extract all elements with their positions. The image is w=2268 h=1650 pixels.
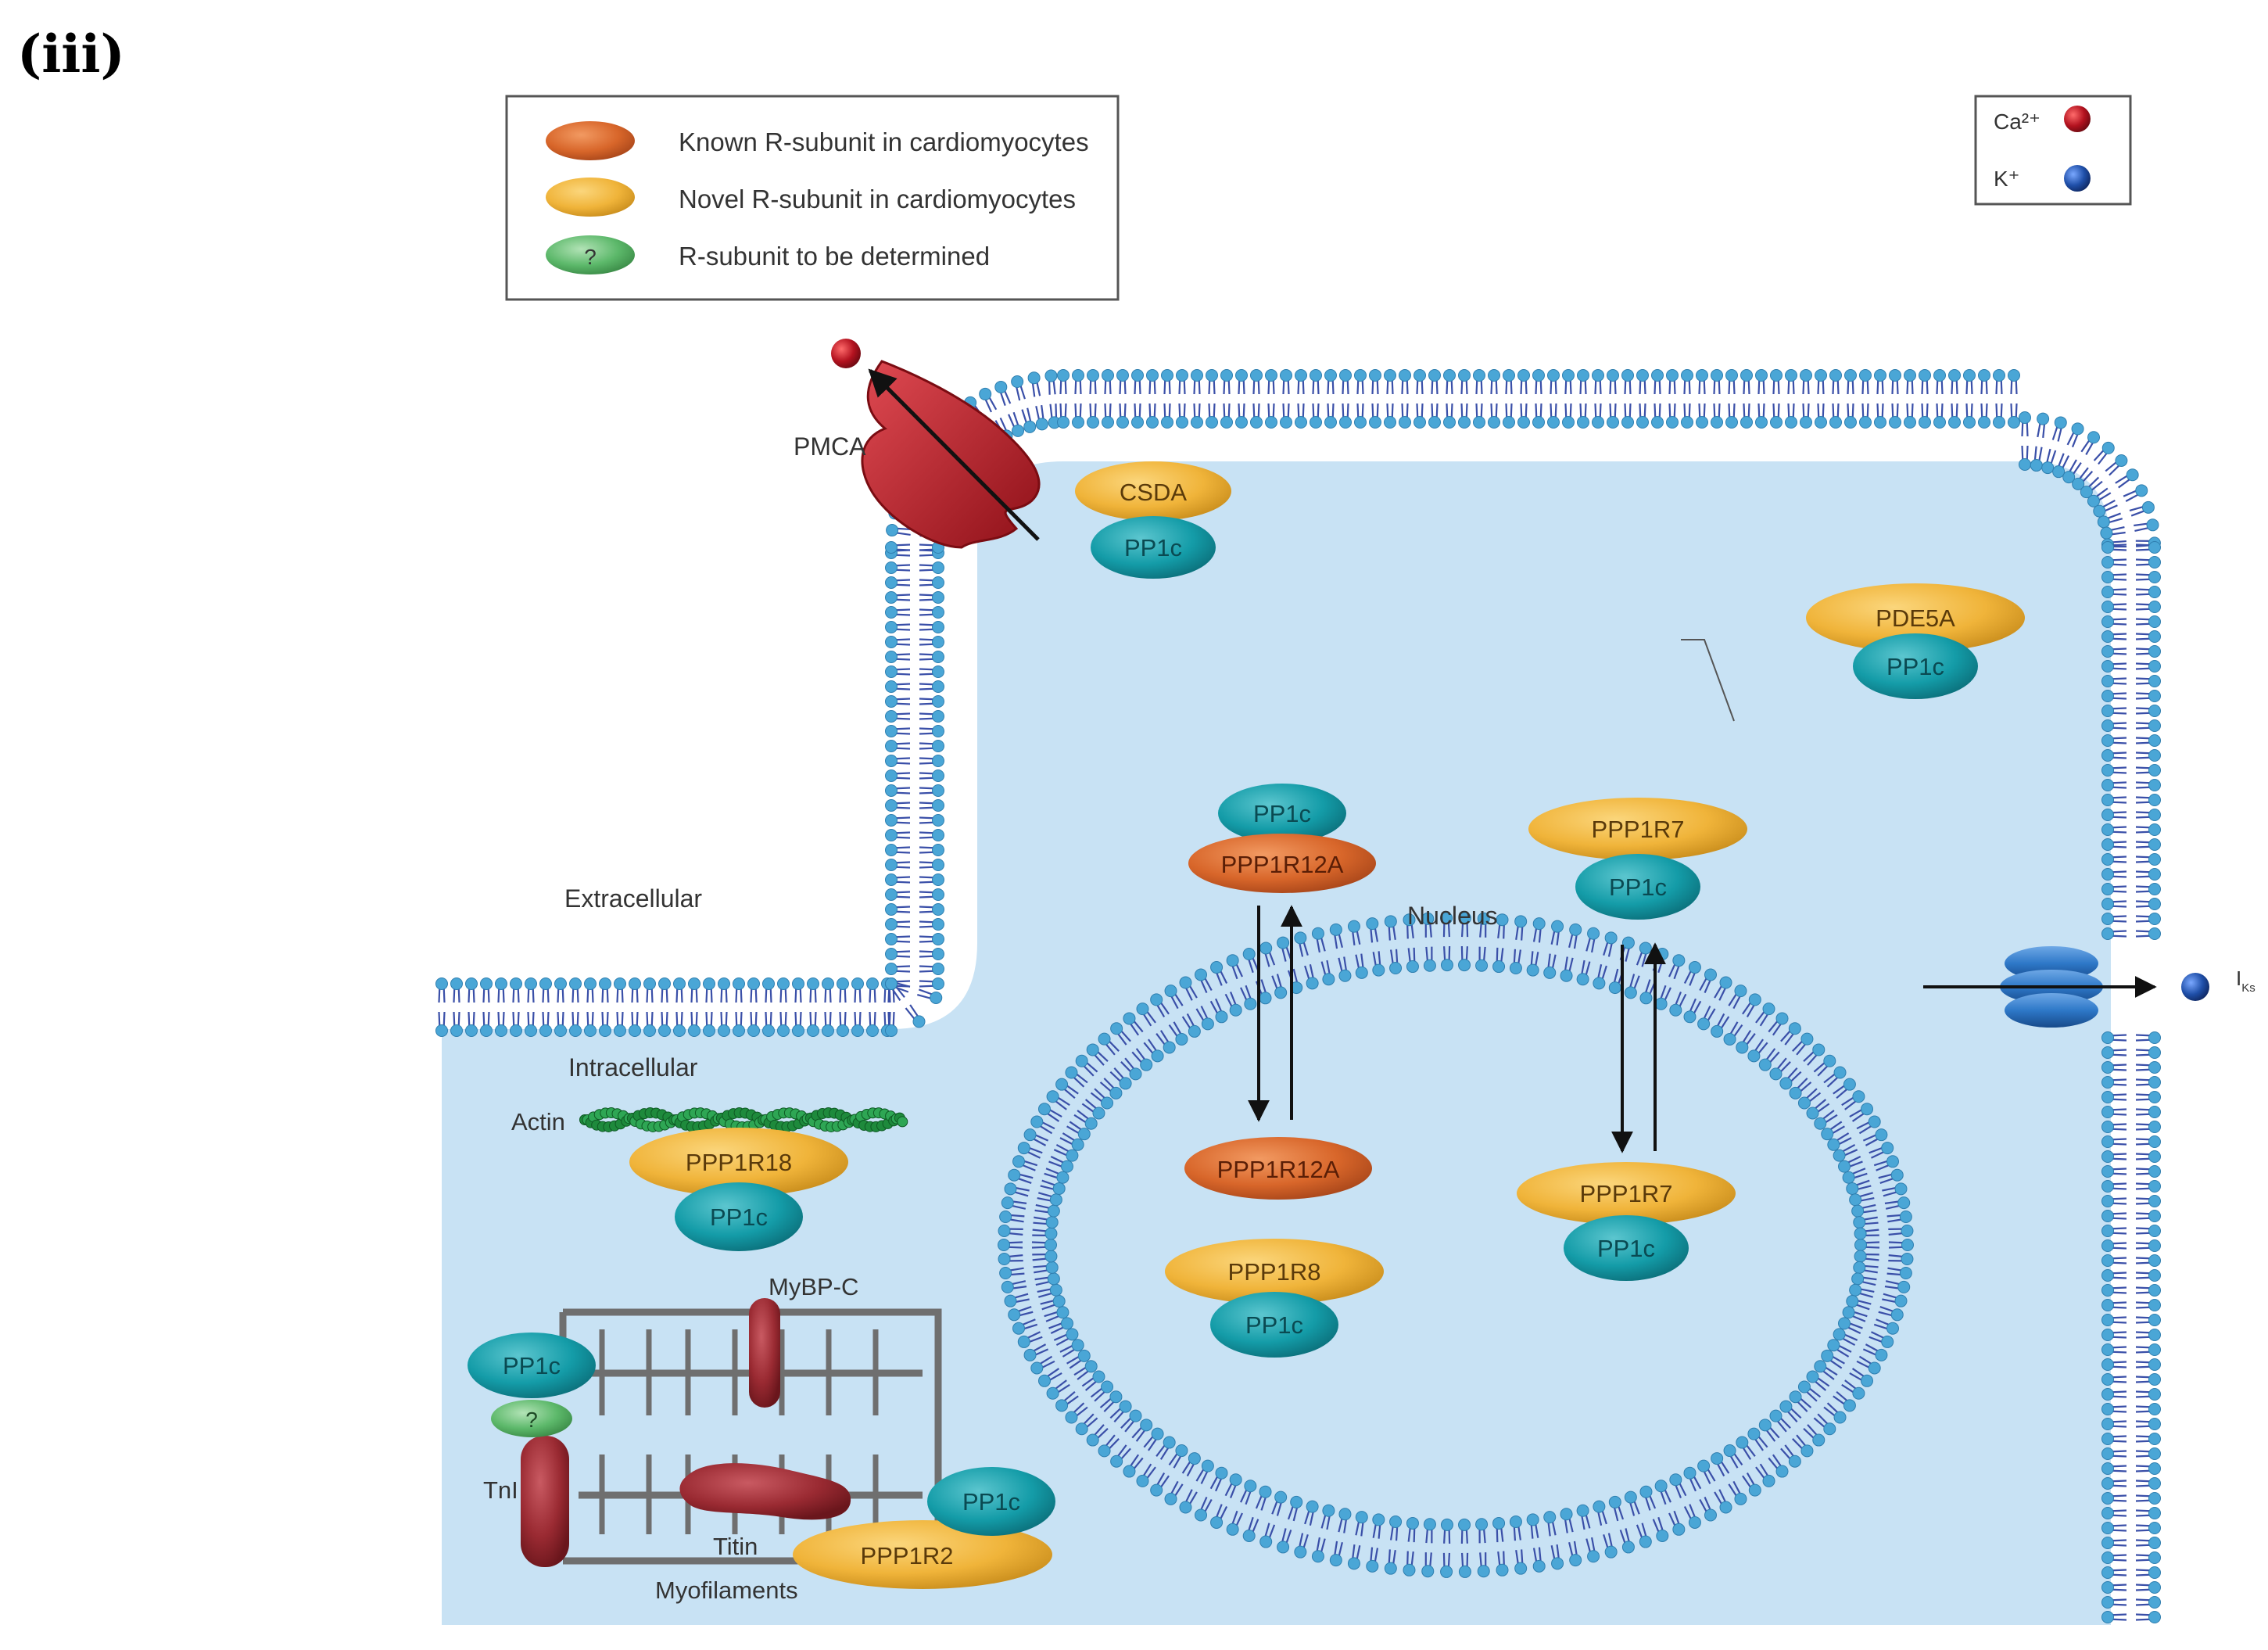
tni-pp1c-complex: PP1c ? [468,1333,596,1437]
legend-swatch-undetermined [546,235,635,274]
k-ion [2181,973,2209,1001]
ppp1r12a-cyto-pp1c [1218,784,1346,843]
legend-label-novel: Novel R-subunit in cardiomyocytes [679,185,1076,213]
ppp1r2-subunit [793,1520,1052,1589]
ppp1r18-subunit [629,1128,848,1196]
ppp1r7-nuclear-pp1c-label: PP1c [1597,1235,1655,1262]
ppp1r7-cyto-label: PPP1R7 [1592,816,1685,843]
nuclear-envelope [998,912,1914,1578]
ppp1r12a-nuclear: PPP1R12A [1184,1137,1372,1200]
csda-pp1c [1091,516,1216,579]
ppp1r7-nuclear-label: PPP1R7 [1580,1180,1673,1207]
csda-complex: CSDA PP1c [1075,461,1231,579]
label-extracellular: Extracellular [564,884,702,913]
ppp1r7-cyto-pp1c-label: PP1c [1609,873,1667,901]
ppp1r2-pp1c-label: PP1c [962,1488,1020,1515]
ppp1r12a-nuclear-subunit [1184,1137,1372,1200]
ppp1r8-pp1c-label: PP1c [1245,1311,1303,1339]
undetermined-glyph: ? [525,1408,538,1432]
tni-protein [521,1436,569,1567]
titin-protein [679,1463,851,1520]
label-intracellular: Intracellular [568,1053,698,1081]
ion-legend-ca-label: Ca²⁺ [1994,109,2040,134]
pde5a-pp1c [1853,633,1978,699]
ppp1r7-cyto-subunit [1528,798,1747,860]
ppp1r8-subunit [1165,1239,1384,1304]
csda-label: CSDA [1120,479,1187,506]
plasma-membrane [435,369,2161,1623]
ion-legend-k-label: K⁺ [1994,167,2019,191]
legend-item-known: Known R-subunit in cardiomyocytes [546,121,1089,160]
pde5a-label: PDE5A [1876,604,1955,632]
label-iks: IKs [2236,967,2255,995]
ppp1r12a-nuclear-label: PPP1R12A [1217,1156,1340,1183]
ppp1r12a-cyto-pp1c-label: PP1c [1253,800,1311,827]
label-pmca: PMCA [794,432,866,461]
ppp1r18-pp1c [675,1182,803,1251]
ppp1r8-label: PPP1R8 [1228,1258,1321,1286]
legend-swatch-known [546,121,635,160]
ppp1r12a-cyto-label: PPP1R12A [1221,851,1344,878]
csda-pp1c-label: PP1c [1124,534,1182,561]
ppp1r18-pp1c-label: PP1c [710,1203,768,1231]
csda-subunit [1075,461,1231,521]
mybpc-protein [749,1298,780,1408]
ppp1r12a-cyto-subunit [1188,834,1376,893]
ppp1r7-nuclear-pp1c [1564,1215,1689,1281]
pmca-pump: PMCA [794,339,1041,549]
ppp1r2-label: PPP1R2 [861,1542,954,1569]
label-myofilaments: Myofilaments [655,1576,798,1604]
ca-ion [831,339,861,368]
ppp1r8-complex: PPP1R8 PP1c [1165,1239,1384,1358]
legend-swatch-novel [546,178,635,217]
legend-item-novel: Novel R-subunit in cardiomyocytes [546,178,1076,217]
iks-channel: IKs [1923,946,2255,1028]
ppp1r2-pp1c [927,1467,1055,1536]
myofilaments: MyBP-C Titin TnI Myofilaments [483,1273,942,1604]
label-titin: Titin [713,1533,758,1560]
undetermined-subunit [491,1400,572,1437]
tni-pp1c-label: PP1c [503,1352,561,1379]
ppp1r18-label: PPP1R18 [686,1149,792,1176]
ppp1r8-pp1c [1210,1292,1338,1358]
pde5a-pp1c-label: PP1c [1886,653,1944,680]
legend-swatch-glyph: ? [584,245,597,269]
iks-channel-subunit [2005,993,2098,1028]
pde5a-subunit [1806,583,2025,652]
label-actin: Actin [511,1108,565,1135]
ppp1r7-cyto-complex: PPP1R7 PP1c [1528,798,1747,920]
leader-line [1681,639,1735,722]
ppp1r7-nuclear-complex: PPP1R7 PP1c [1517,1162,1736,1281]
ppp1r7-cyto-pp1c [1575,854,1700,920]
ppp1r12a-cyto-complex: PP1c PPP1R12A [1188,784,1376,893]
legend-item-undetermined: ? R-subunit to be determined [546,235,990,274]
tni-pp1c [468,1333,596,1398]
cytoplasm [442,461,2111,1625]
ppp1r18-complex: PPP1R18 PP1c [629,1128,848,1251]
label-nucleus: Nucleus [1407,902,1498,930]
ppp1r7-nuclear-subunit [1517,1162,1736,1225]
legend: Known R-subunit in cardiomyocytes Novel … [505,95,1120,301]
ion-legend-ca-swatch [2064,106,2091,132]
pde5a-complex: PDE5A PP1c [1806,583,2025,699]
actin-beads [579,1107,908,1132]
ppp1r2-complex: PPP1R2 PP1c [793,1467,1055,1589]
panel-label: (iii) [17,23,125,84]
ion-legend: Ca²⁺ K⁺ [1974,95,2132,206]
legend-label-undetermined: R-subunit to be determined [679,242,990,271]
legend-label-known: Known R-subunit in cardiomyocytes [679,127,1089,156]
ion-legend-k-swatch [2064,165,2091,192]
actin-filament: Actin [511,1107,908,1135]
pmca-arrow [868,368,1040,541]
label-mybpc: MyBP-C [769,1273,858,1300]
label-tni: TnI [483,1476,518,1504]
